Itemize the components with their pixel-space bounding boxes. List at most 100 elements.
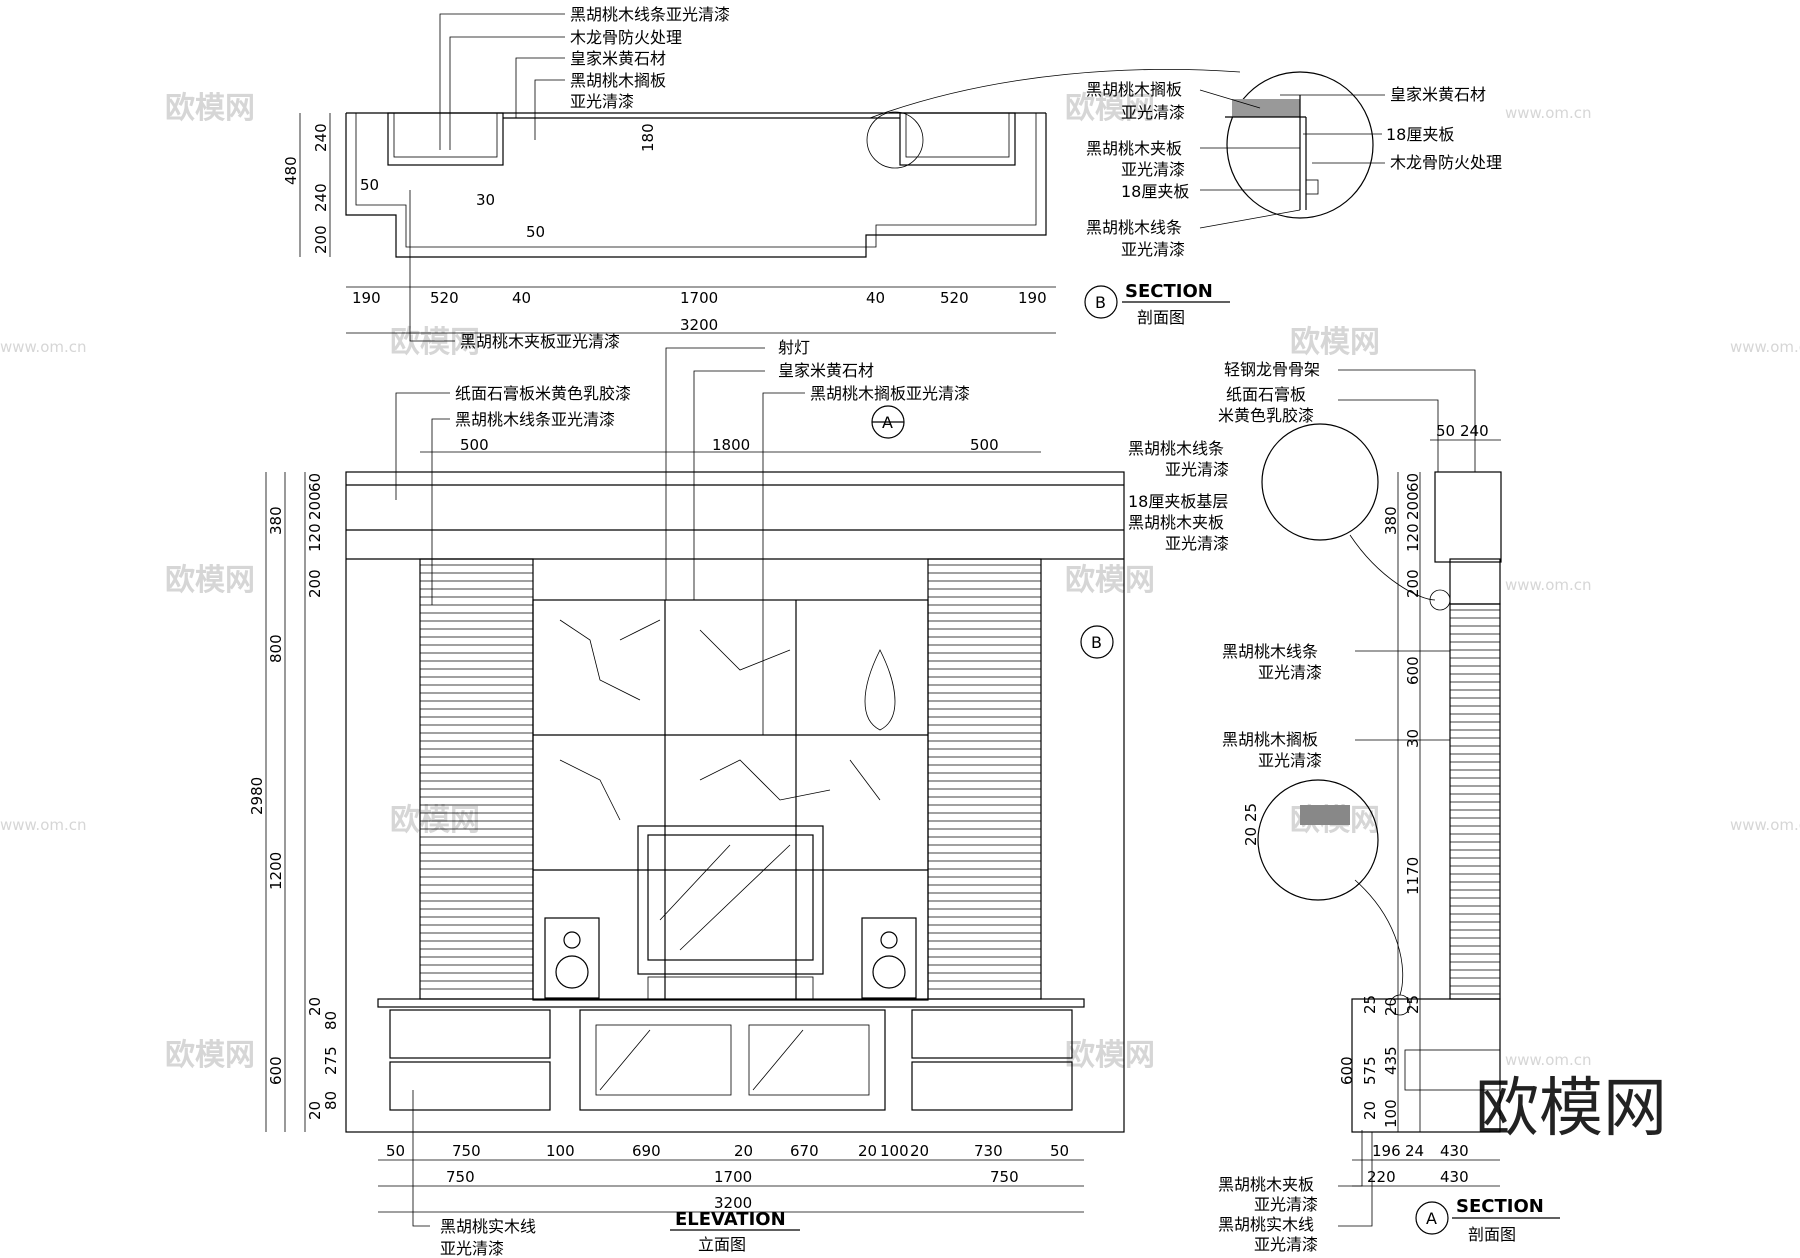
watermark-layer: 欧模网 欧模网 欧模网 欧模网 欧模网 欧模网 欧模网 欧模网 欧模网 欧模网 … [0, 91, 1800, 1146]
watermark-url: www.om.cn [1730, 338, 1800, 356]
dim-label: 200 [1404, 491, 1422, 520]
dim-label: 575 [1361, 1056, 1379, 1085]
dim-label: 100 [546, 1142, 575, 1160]
glass-hatch [599, 1029, 651, 1091]
section-b-label: 亚光清漆 [1121, 160, 1185, 179]
dim-label: 60 [306, 473, 324, 492]
tv-stand [647, 976, 814, 1000]
dim-label: 500 [970, 436, 999, 454]
section-marker-b [1080, 625, 1114, 659]
detail-block [1305, 179, 1319, 195]
detail-hatch [1232, 99, 1300, 117]
plan-section: 190 520 40 1700 40 520 190 3200 480 240 … [282, 5, 1241, 351]
dim-label: 24 [1405, 1142, 1424, 1160]
glass-door [595, 1024, 732, 1096]
detail-circle [866, 111, 924, 169]
detail-leader [869, 69, 1241, 119]
dim-label: 1700 [714, 1168, 752, 1186]
watermark-text: 欧模网 [1065, 91, 1155, 126]
watermark-url: www.om.cn [0, 816, 87, 834]
slat-column-left [420, 564, 533, 990]
section-b-title-cn: 剖面图 [1137, 308, 1185, 327]
section-a-label: 亚光清漆 [1258, 751, 1322, 770]
leader-line [1338, 369, 1476, 472]
dim-label: 1170 [1404, 857, 1422, 895]
vase-outline [864, 649, 896, 731]
callout-label: 亚光清漆 [570, 92, 634, 111]
section-a-label: 黑胡桃木线条 [1128, 439, 1224, 458]
plan-pocket-right-inner [905, 112, 1010, 158]
dim-label: 380 [1382, 506, 1400, 535]
glass-door [748, 1024, 870, 1096]
dim-label: 690 [632, 1142, 661, 1160]
dim-label: 25 [1242, 803, 1260, 822]
dim-label: 196 [1372, 1142, 1401, 1160]
cabinet-top [377, 998, 1085, 1008]
section-a-bottom-label: 黑胡桃实木线 [1218, 1215, 1314, 1234]
dim-label: 750 [990, 1168, 1019, 1186]
section-a-label: 黑胡桃木线条 [1222, 642, 1318, 661]
callout-label: 皇家米黄石材 [570, 49, 666, 68]
dim-label: 750 [452, 1142, 481, 1160]
dim-label: 40 [512, 289, 531, 307]
watermark-text: 欧模网 [165, 1038, 255, 1073]
dim-label: 80 [322, 1091, 340, 1110]
watermark-url: www.om.cn [1730, 816, 1800, 834]
section-a-label: 亚光清漆 [1258, 663, 1322, 682]
dim-total: 3200 [714, 1194, 752, 1212]
speaker-woofer [872, 955, 906, 989]
section-b-label: 黑胡桃木夹板 [1086, 139, 1182, 158]
dim-label: 50 [1436, 422, 1455, 440]
dim-label: 80 [322, 1011, 340, 1030]
elevation-label: 纸面石膏板米黄色乳胶漆 [455, 384, 631, 403]
speaker-left [544, 917, 600, 999]
dim-label: 240 [312, 123, 330, 152]
dim-label: 25 [1361, 995, 1379, 1014]
section-b-label: 18厘夹板 [1121, 182, 1189, 201]
dim-label: 480 [282, 156, 300, 185]
watermark-text: 欧模网 [390, 325, 480, 360]
section-b-label: 木龙骨防火处理 [1390, 153, 1502, 172]
speaker-tweeter [563, 931, 581, 949]
watermark-text: 欧模网 [1290, 325, 1380, 360]
dim-label: 670 [790, 1142, 819, 1160]
drawer [389, 1061, 551, 1111]
section-a-header [1434, 471, 1502, 563]
dim-label: 240 [312, 183, 330, 212]
leader-line [665, 347, 765, 600]
leader-line [412, 1090, 430, 1227]
stone-veins [559, 619, 881, 821]
dim-label: 100 [1382, 1099, 1400, 1128]
dim-label: 380 [267, 506, 285, 535]
marker-b-letter: B [1091, 633, 1102, 652]
dim-label: 20 [910, 1142, 929, 1160]
section-a-bottom-label: 黑胡桃木夹板 [1218, 1175, 1314, 1194]
section-a-title-cn: 剖面图 [1468, 1225, 1516, 1244]
elevation-label: 皇家米黄石材 [778, 361, 874, 380]
watermark-url: www.om.cn [1505, 576, 1592, 594]
tv-reflection [679, 844, 791, 951]
section-a-column [1449, 603, 1501, 1000]
dim-label: 50 [1050, 1142, 1069, 1160]
dim-label: 20 [734, 1142, 753, 1160]
dim-label: 200 [306, 569, 324, 598]
dim-label: 430 [1440, 1168, 1469, 1186]
section-b-marker-letter: B [1095, 293, 1106, 312]
leader-line [693, 370, 765, 600]
watermark-text: 欧模网 [390, 803, 480, 838]
dim-label: 120 [306, 523, 324, 552]
dim-total: 3200 [680, 316, 718, 334]
dim-label: 120 [1404, 523, 1422, 552]
dim-label: 30 [1404, 729, 1422, 748]
leader-line [1338, 399, 1439, 472]
plan-inner-line [355, 113, 1037, 248]
dim-label: 60 [1404, 473, 1422, 492]
section-b-detail: 黑胡桃木搁板 亚光清漆 黑胡桃木夹板 亚光清漆 18厘夹板 黑胡桃木线条 亚光清… [1084, 71, 1502, 327]
section-a-bottom-label: 亚光清漆 [1254, 1235, 1318, 1254]
watermark-url: www.om.cn [1505, 104, 1592, 122]
dim-label: 200 [312, 225, 330, 254]
detail-leader [1354, 879, 1404, 996]
elevation-label: 黑胡桃木搁板亚光清漆 [810, 384, 970, 403]
section-a-label: 18厘夹板基层 [1128, 492, 1228, 511]
